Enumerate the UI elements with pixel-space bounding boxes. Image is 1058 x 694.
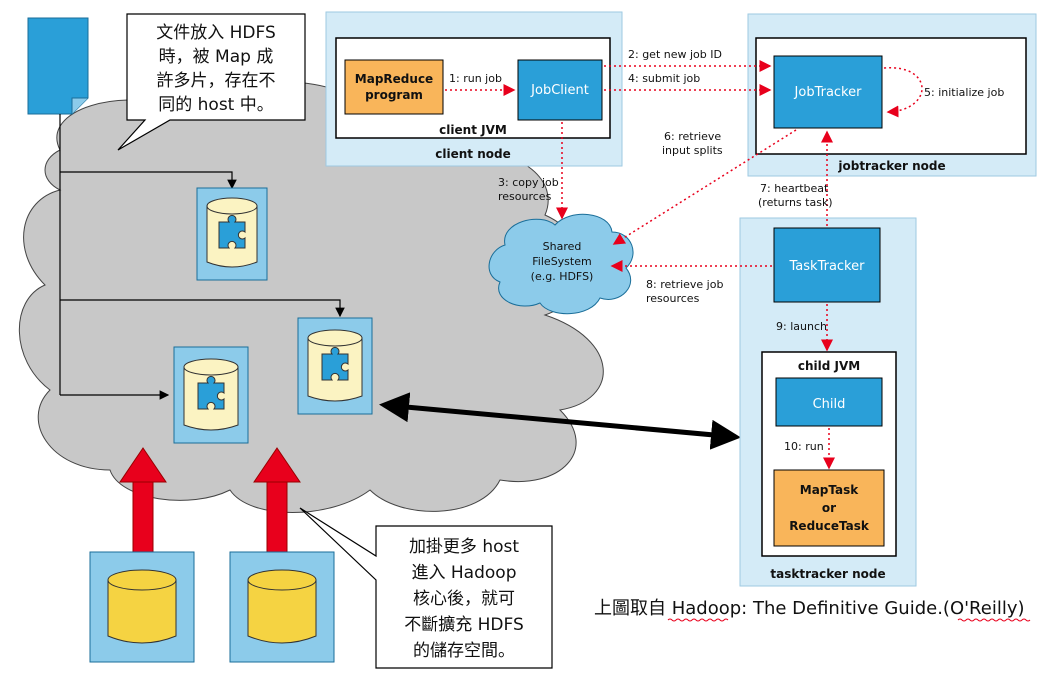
client-node-label: client node (435, 147, 510, 161)
cluster-link-arrow (379, 392, 741, 450)
step-10-label: 10: run (784, 440, 824, 453)
step-6-label: 6: retrieve (664, 130, 721, 143)
step-2-label: 2: get new job ID (628, 48, 722, 61)
step-5-label: 5: initialize job (924, 86, 1004, 99)
step-3-label: 3: copy job (498, 176, 559, 189)
maptask-label: ReduceTask (789, 519, 870, 533)
step-1-label: 1: run job (449, 72, 502, 85)
shared-filesystem: Shared FileSystem (e.g. HDFS) (488, 213, 634, 315)
callout-top: 文件放入 HDFS 時，被 Map 成 許多片，存在不 同的 host 中。 (117, 13, 306, 151)
step-8-label: resources (646, 292, 700, 305)
jobtracker-label: JobTracker (794, 85, 863, 100)
file-split-lines (59, 114, 345, 400)
step-9-label: 9: launch (776, 320, 827, 333)
step-8-label: 8: retrieve job (646, 278, 723, 291)
shared-fs-label: (e.g. HDFS) (531, 270, 594, 283)
tasktracker-node: tasktracker node TaskTracker child JVM C… (739, 217, 917, 587)
maptask-label: MapTask (800, 483, 860, 497)
arrow-retrieve-splits (612, 129, 797, 245)
mapreduce-program-label: program (365, 88, 423, 102)
tasktracker-label: TaskTracker (789, 259, 866, 274)
step-7-label: 7: heartbeat (760, 182, 829, 195)
mapreduce-program-label: MapReduce (355, 72, 433, 86)
hdfs-block-icon (196, 187, 268, 281)
child-label: Child (813, 397, 846, 412)
callout-bottom-line: 不斷擴充 HDFS (404, 615, 524, 635)
tasktracker-node-label: tasktracker node (770, 567, 885, 581)
shared-fs-label: Shared (543, 240, 582, 253)
step-3-label: resources (498, 190, 552, 203)
callout-top-line: 同的 host 中。 (158, 95, 274, 115)
callout-bottom-line: 核心後，就可 (413, 589, 515, 609)
arrow-initialize-job (883, 67, 923, 118)
new-host-db-icon (89, 551, 195, 663)
jobclient-label: JobClient (530, 83, 589, 98)
client-node: client JVM client node MapReduce program… (325, 11, 623, 167)
caption: 上圖取自 Hadoop: The Definitive Guide.(O'Rei… (594, 598, 1025, 619)
step-4-label: 4: submit job (628, 72, 700, 85)
new-host-db-icon (229, 551, 335, 663)
hdfs-block-icon (297, 317, 373, 415)
callout-bottom-line: 進入 Hadoop (412, 563, 517, 583)
callout-bottom-line: 的儲存空間。 (413, 641, 515, 661)
hdfs-block-icon (173, 346, 249, 444)
maptask-label: or (822, 501, 836, 515)
child-jvm-label: child JVM (798, 359, 860, 373)
client-jvm-label: client JVM (439, 123, 507, 137)
callout-top-line: 文件放入 HDFS (156, 23, 276, 43)
jobtracker-node: jobtracker node JobTracker (747, 13, 1037, 177)
step-6-label: input splits (662, 144, 723, 157)
shared-fs-label: FileSystem (532, 255, 591, 268)
document-icon (27, 17, 89, 115)
step-7-label: (returns task) (758, 196, 833, 209)
red-up-arrow (119, 447, 167, 561)
callout-top-line: 時，被 Map 成 (159, 47, 274, 67)
callout-bottom-line: 加掛更多 host (409, 537, 519, 557)
callout-top-line: 許多片，存在不 (157, 71, 276, 91)
callout-bottom: 加掛更多 host 進入 Hadoop 核心後，就可 不斷擴充 HDFS 的儲存… (299, 507, 553, 669)
spellcheck-underline (667, 618, 1031, 622)
jobtracker-node-label: jobtracker node (837, 159, 945, 173)
